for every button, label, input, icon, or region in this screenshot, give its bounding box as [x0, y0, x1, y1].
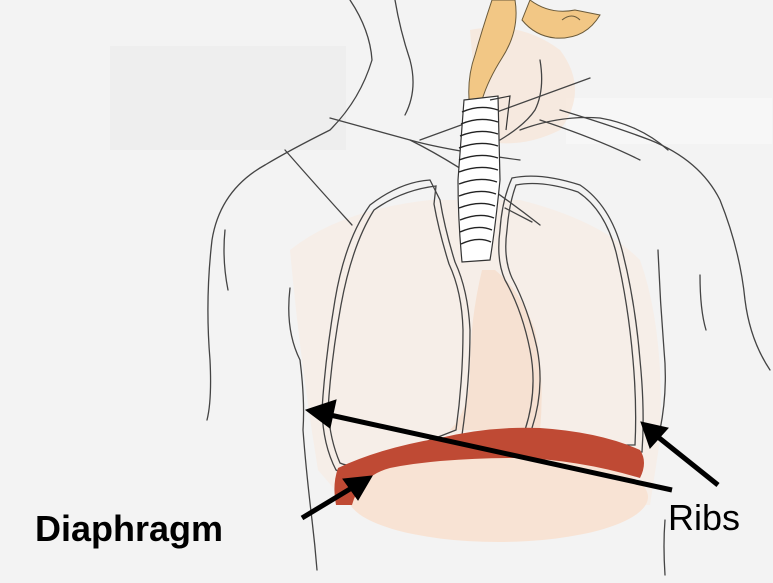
diaphragm-label: Diaphragm: [35, 511, 223, 547]
ribs-arrow-right: [658, 437, 718, 485]
ribs-label: Ribs: [668, 500, 740, 536]
hidden-label-box-1: [110, 46, 346, 150]
